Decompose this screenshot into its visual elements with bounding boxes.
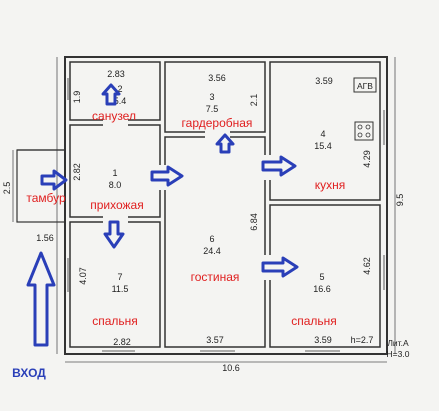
arrow-right-icon — [261, 256, 299, 278]
boiler-label: АГВ — [357, 81, 373, 91]
room-3-width: 3.56 — [208, 73, 226, 83]
vestibule-depth: 2.5 — [2, 182, 12, 195]
arrow-up-icon — [101, 83, 121, 106]
arrow-right-icon — [40, 169, 68, 191]
room-7-area: 11.5 — [112, 284, 129, 294]
arrow-up-icon — [215, 133, 235, 154]
arrow-right-icon — [261, 155, 297, 177]
room-1-area: 8.0 — [109, 180, 122, 190]
room-4-label: кухня — [315, 178, 346, 192]
room-3-label: гардеробная — [182, 116, 253, 130]
room-3-number: 3 — [209, 92, 214, 102]
room-3-area: 7.5 — [206, 104, 219, 114]
room-2-area: 5.4 — [114, 96, 127, 106]
total-width: 10.6 — [222, 363, 240, 373]
room-6-height: 6.84 — [249, 213, 259, 231]
window-marks — [64, 78, 388, 355]
room-5-height: 4.62 — [362, 257, 372, 275]
room-2-label: санузел — [92, 109, 136, 123]
arrow-right-icon — [150, 165, 184, 187]
vestibule-width: 1.56 — [36, 233, 54, 243]
room-5-label: спальня — [291, 314, 337, 328]
room-6-number: 6 — [209, 234, 214, 244]
arrow-down-icon — [103, 220, 125, 249]
total-depth: 9.5 — [395, 194, 405, 207]
sheet-label: Лит.А — [387, 338, 409, 348]
room-4-number: 4 — [320, 129, 325, 139]
room-6-area: 24.4 — [203, 246, 221, 256]
room-6-label: гостиная — [191, 270, 240, 284]
room-3-height: 2.1 — [249, 94, 259, 107]
room-2-number: 2 — [117, 84, 122, 94]
vestibule-label: тамбур — [26, 191, 66, 205]
room-2-height: 1.9 — [72, 91, 82, 104]
room-6-walls — [164, 136, 266, 348]
entrance-label: ВХОД — [12, 366, 46, 380]
stove-icon — [354, 121, 374, 141]
direction-arrows — [26, 83, 299, 347]
room-5-area: 16.6 — [313, 284, 331, 294]
room-5-number: 5 — [319, 272, 324, 282]
entrance-arrow-icon — [26, 251, 56, 347]
room-5-ceiling: h=2.7 — [351, 335, 374, 345]
room-7-height: 4.07 — [78, 267, 88, 285]
room-7-width: 2.82 — [113, 337, 131, 347]
room-6-width: 3.57 — [206, 335, 224, 345]
room-4-height: 4.29 — [362, 150, 372, 168]
room-4-walls — [269, 61, 381, 201]
room-7-number: 7 — [117, 272, 122, 282]
room-4-area: 15.4 — [314, 141, 332, 151]
room-4-width: 3.59 — [315, 76, 333, 86]
room-1-height: 2.82 — [72, 163, 82, 181]
boiler-box — [353, 77, 377, 93]
room-1-number: 1 — [112, 168, 117, 178]
room-5-width: 3.59 — [314, 335, 332, 345]
room-2-width: 2.83 — [107, 69, 125, 79]
room-1-label: прихожая — [90, 198, 143, 212]
ceiling-height: H=3.0 — [387, 349, 410, 359]
room-7-label: спальня — [92, 314, 138, 328]
